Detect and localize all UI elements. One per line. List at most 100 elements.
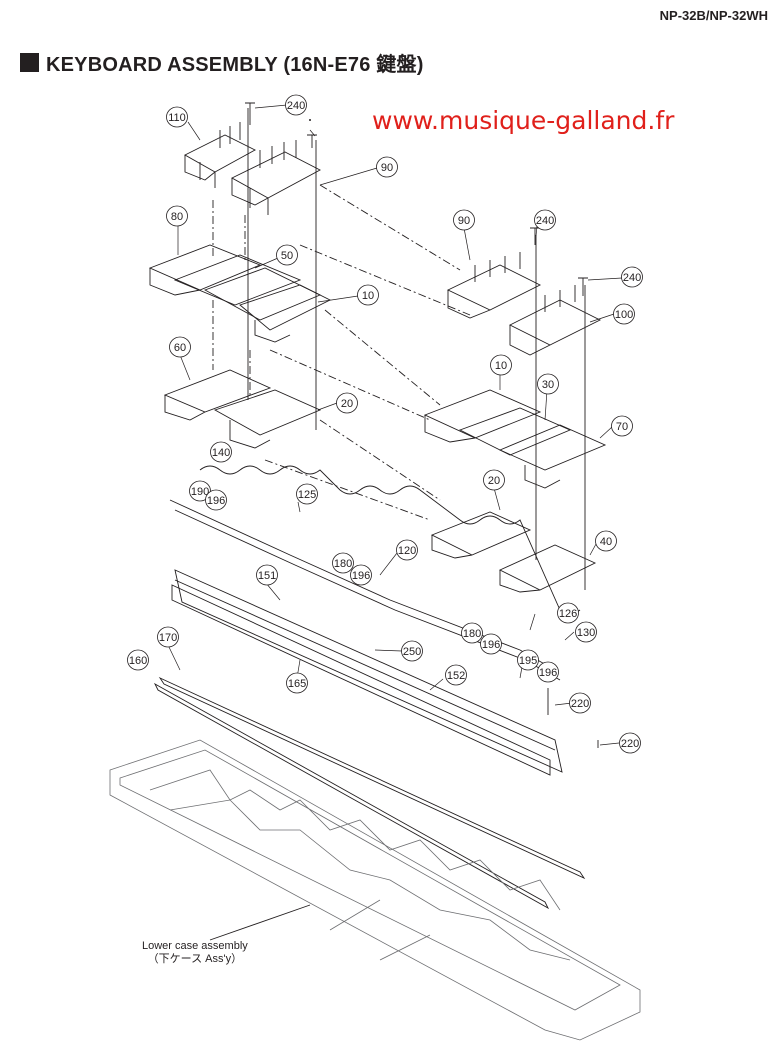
callout-label: 10: [495, 360, 507, 372]
callout-label: 165: [288, 678, 306, 690]
rubber-contact-strip-190-lower: [174, 509, 561, 681]
callout-10: 10: [357, 284, 379, 306]
spring-strip-140: [199, 465, 581, 615]
key-group-60-20: [163, 369, 322, 449]
callout-90: 90: [376, 156, 398, 178]
key-group-20-40: [430, 511, 597, 593]
callout-196: 196: [205, 489, 227, 511]
lower-case-assembly: [109, 739, 641, 1041]
lower-case-label-jp: （下ケース Ass'y）: [147, 953, 243, 965]
key-group-80-50-10: [148, 244, 332, 343]
callout-label: 30: [542, 379, 554, 391]
lower-case-label: Lower case assembly （下ケース Ass'y）: [142, 940, 248, 966]
callout-160: 160: [127, 649, 149, 671]
callout-label: 196: [482, 639, 500, 651]
callout-220: 220: [569, 692, 591, 714]
callout-label: 180: [334, 558, 352, 570]
diagram-drawing: [109, 102, 641, 1041]
callout-30: 30: [537, 373, 559, 395]
callout-70: 70: [611, 415, 633, 437]
callout-label: 120: [398, 545, 416, 557]
callout-label: 240: [287, 100, 305, 112]
key-group-100: [508, 285, 602, 356]
callout-label: 100: [615, 309, 633, 321]
callout-label: 140: [212, 447, 230, 459]
screws: [245, 102, 599, 748]
callout-label: 110: [168, 112, 186, 124]
callout-126: 126: [557, 602, 579, 624]
callout-label: 10: [362, 290, 374, 302]
callout-180: 180: [332, 552, 354, 574]
callout-240: 240: [285, 94, 307, 116]
callout-label: 20: [341, 398, 353, 410]
callout-195: 195: [517, 649, 539, 671]
callout-196: 196: [480, 633, 502, 655]
callout-220: 220: [619, 732, 641, 754]
callout-label: 125: [298, 489, 316, 501]
keyboard-frame-151: [171, 569, 563, 776]
callout-label: 220: [621, 738, 639, 750]
callout-165: 165: [286, 672, 308, 694]
callout-label: 60: [174, 342, 186, 354]
callout-20: 20: [483, 469, 505, 491]
callout-label: 151: [258, 570, 276, 582]
callout-196: 196: [537, 661, 559, 683]
callout-label: 160: [129, 655, 147, 667]
callout-10: 10: [490, 354, 512, 376]
key-group-90-right: [446, 252, 542, 319]
callout-100: 100: [613, 303, 635, 325]
watermark-url: www.musique-galland.fr: [372, 106, 675, 135]
callout-151: 151: [256, 564, 278, 586]
callout-label: 20: [488, 475, 500, 487]
felt-strip-160: [153, 682, 550, 910]
section-heading: KEYBOARD ASSEMBLY (16N-E76 鍵盤): [20, 48, 424, 77]
callout-label: 152: [447, 670, 465, 682]
callout-label: 130: [577, 627, 595, 639]
callout-label: 220: [571, 698, 589, 710]
callout-label: 196: [539, 667, 557, 679]
callout-label: 50: [281, 250, 293, 262]
callout-label: 196: [207, 495, 225, 507]
callout-label: 90: [458, 215, 470, 227]
callout-152: 152: [445, 664, 467, 686]
callout-label: 240: [536, 215, 554, 227]
callout-50: 50: [276, 244, 298, 266]
callout-label: 180: [463, 628, 481, 640]
felt-strip-170: [158, 676, 586, 880]
callout-label: 195: [519, 655, 537, 667]
heading-square-bullet: [20, 53, 39, 72]
key-group-110: [184, 122, 256, 188]
key-group-10-30-70: [423, 389, 607, 489]
callout-90: 90: [453, 209, 475, 231]
callout-180: 180: [461, 622, 483, 644]
callout-196: 196: [350, 564, 372, 586]
callout-110: 110: [166, 106, 188, 128]
callout-label: 250: [403, 646, 421, 658]
callout-label: 80: [171, 211, 183, 223]
callout-250: 250: [401, 640, 423, 662]
callout-label: 240: [623, 272, 641, 284]
key-group-90-left: [231, 140, 321, 215]
page-title: KEYBOARD ASSEMBLY (16N-E76 鍵盤): [46, 54, 424, 76]
callout-20: 20: [336, 392, 358, 414]
callout-label: 90: [381, 162, 393, 174]
callout-label: 190: [191, 486, 209, 498]
model-number: NP-32B/NP-32WH: [659, 8, 768, 23]
callout-label: 40: [600, 536, 612, 548]
callout-label: 196: [352, 570, 370, 582]
callout-170: 170: [157, 626, 179, 648]
callout-label: 170: [159, 632, 177, 644]
callout-60: 60: [169, 336, 191, 358]
callout-label: 126: [559, 608, 577, 620]
callout-120: 120: [396, 539, 418, 561]
callout-leaders: [167, 104, 623, 746]
callout-140: 140: [210, 441, 232, 463]
callout-240: 240: [534, 209, 556, 231]
callouts: 110 240 90 90 240 240 80 50 10 100 60 10…: [127, 94, 643, 754]
callout-label: 70: [616, 421, 628, 433]
callout-130: 130: [575, 621, 597, 643]
callout-240: 240: [621, 266, 643, 288]
callout-125: 125: [296, 483, 318, 505]
lower-case-label-en: Lower case assembly: [142, 940, 248, 952]
